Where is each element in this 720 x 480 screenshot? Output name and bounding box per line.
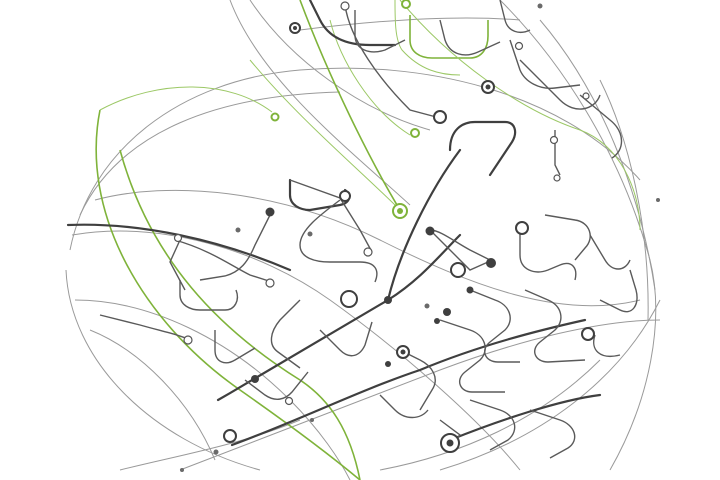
circuit-traces-serpentine	[99, 0, 638, 459]
globe-meridian-lines	[65, 0, 661, 480]
circuit-nodes-dots	[180, 3, 660, 472]
green-pads	[270, 0, 420, 219]
circuit-pads-rings	[173, 1, 595, 453]
green-accent-lines	[95, 0, 641, 480]
